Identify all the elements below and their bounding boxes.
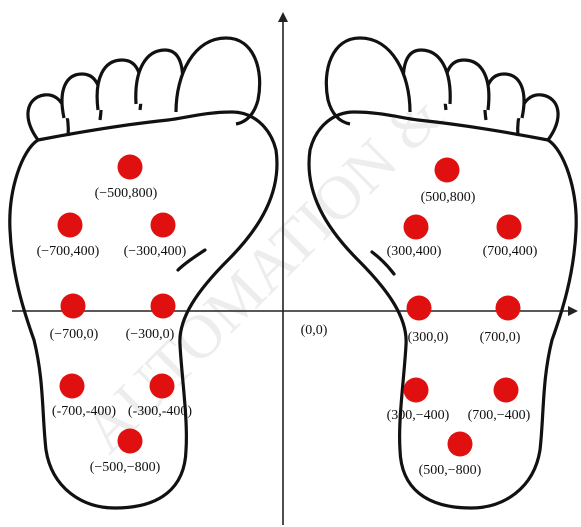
right-foot-sensor-marker — [448, 432, 473, 457]
left-foot-sensor-label: (-700,-400) — [52, 404, 116, 419]
left-foot-sensor-marker — [118, 155, 143, 180]
right-foot-sensor-label: (700,−400) — [468, 408, 531, 423]
right-foot-sensor-marker — [404, 215, 429, 240]
left-foot-sensor-marker — [151, 213, 176, 238]
right-foot-sensor-label: (500,800) — [421, 190, 476, 205]
right-foot-toe-4 — [485, 74, 524, 120]
right-foot-sensor-marker — [404, 378, 429, 403]
left-foot-sensor-label: (−700,400) — [37, 244, 100, 259]
left-foot-sensor-marker — [151, 294, 176, 319]
right-foot-sensor-marker — [435, 158, 460, 183]
right-foot-sensor-label: (700,0) — [480, 330, 521, 345]
right-foot-sensor-label: (300,0) — [408, 330, 449, 345]
left-foot-sensor-label: (−500,−800) — [90, 460, 161, 475]
origin-label: (0,0) — [301, 323, 328, 338]
left-foot-sensor-marker — [118, 429, 143, 454]
right-foot-sensors: (500,800) (300,400) (700,400) (300,0) (700,0… — [387, 158, 538, 479]
left-foot-sensor-marker — [60, 374, 85, 399]
right-foot-sensor-marker — [496, 296, 521, 321]
right-foot-sensor-label: (300,−400) — [387, 408, 450, 423]
right-foot-sensor-label: (700,400) — [483, 244, 538, 259]
left-foot-sensor-marker — [61, 294, 86, 319]
right-foot-sensor-label: (300,400) — [387, 244, 442, 259]
right-foot-sensor-marker — [497, 215, 522, 240]
left-foot-sensor-marker — [58, 213, 83, 238]
left-foot-sensor-label: (-300,-400) — [128, 404, 192, 419]
left-foot-sensor-label: (−300,400) — [124, 244, 187, 259]
left-foot-sensor-label: (−500,800) — [95, 186, 158, 201]
left-foot-sensor-label: (−300,0) — [126, 327, 175, 342]
left-foot-sensor-marker — [150, 374, 175, 399]
right-foot-sensor-marker — [494, 378, 519, 403]
left-foot-sensor-label: (−700,0) — [50, 327, 99, 342]
right-foot-sensor-marker — [407, 296, 432, 321]
right-foot-sensor-label: (500,−800) — [419, 463, 482, 478]
left-foot-toe-4 — [62, 74, 101, 120]
